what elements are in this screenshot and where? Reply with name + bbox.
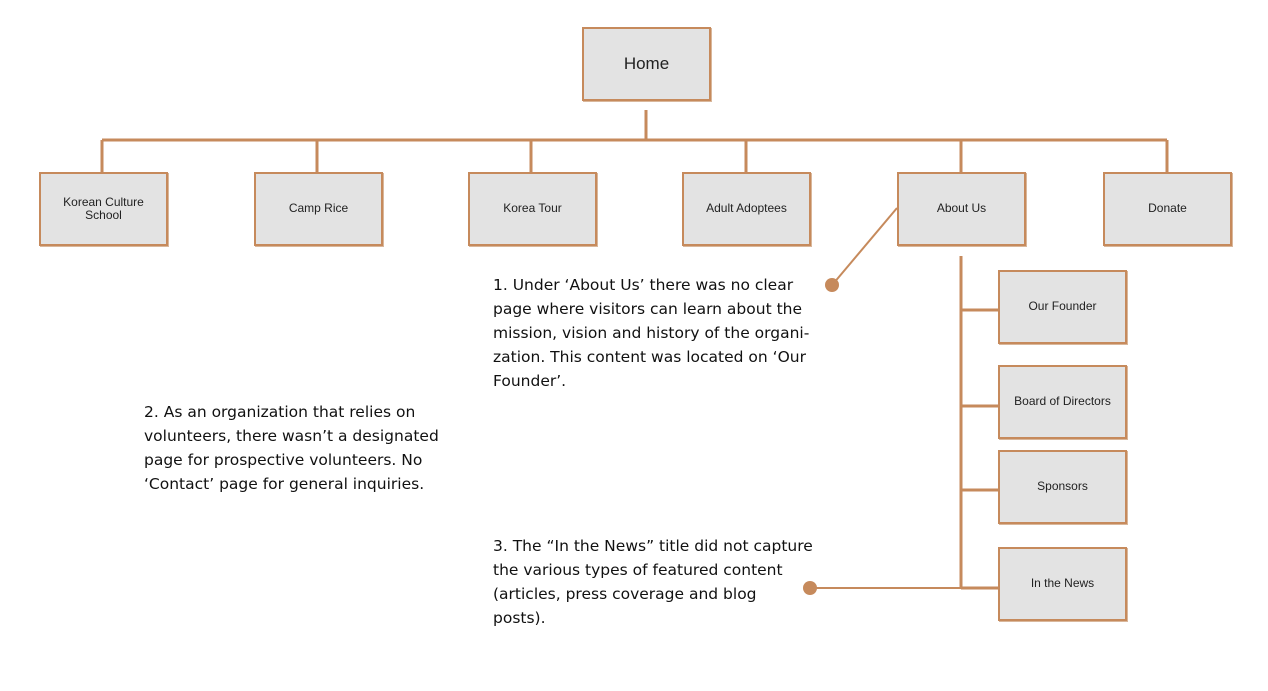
node-camp-rice: Camp Rice	[254, 172, 383, 246]
node-home: Home	[582, 27, 711, 101]
node-label: Camp Rice	[288, 201, 349, 216]
node-korea-tour: Korea Tour	[468, 172, 597, 246]
node-sponsors: Sponsors	[998, 450, 1127, 524]
node-adult-adoptees: Adult Adoptees	[682, 172, 811, 246]
callout-3-dot	[803, 581, 817, 595]
note-1-about-us: 1. Under ‘About Us’ there was no clear p…	[493, 276, 810, 390]
note-2-volunteers: 2. As an organization that relies on vol…	[144, 403, 439, 493]
node-label: In the News	[1030, 576, 1095, 591]
callout-1-leader	[832, 207, 898, 285]
node-our-founder: Our Founder	[998, 270, 1127, 344]
node-label: Korea Tour	[503, 201, 562, 216]
node-label: Our Founder	[1028, 299, 1097, 314]
note-3-in-the-news: 3. The “In the News” title did not captu…	[493, 537, 813, 627]
callout-1-dot	[825, 278, 839, 292]
node-label: Korean Culture School	[63, 194, 144, 222]
node-korean-culture-school: Korean Culture School	[39, 172, 168, 246]
node-in-the-news: In the News	[998, 547, 1127, 621]
node-label: Adult Adoptees	[706, 201, 787, 216]
node-label: About Us	[936, 201, 987, 216]
node-label: Sponsors	[1037, 479, 1088, 494]
node-donate: Donate	[1103, 172, 1232, 246]
node-home-label: Home	[623, 53, 670, 73]
node-label: Donate	[1148, 201, 1187, 216]
node-label: Board of Directors	[1014, 394, 1111, 409]
node-board-of-directors: Board of Directors	[998, 365, 1127, 439]
node-about-us: About Us	[897, 172, 1026, 246]
